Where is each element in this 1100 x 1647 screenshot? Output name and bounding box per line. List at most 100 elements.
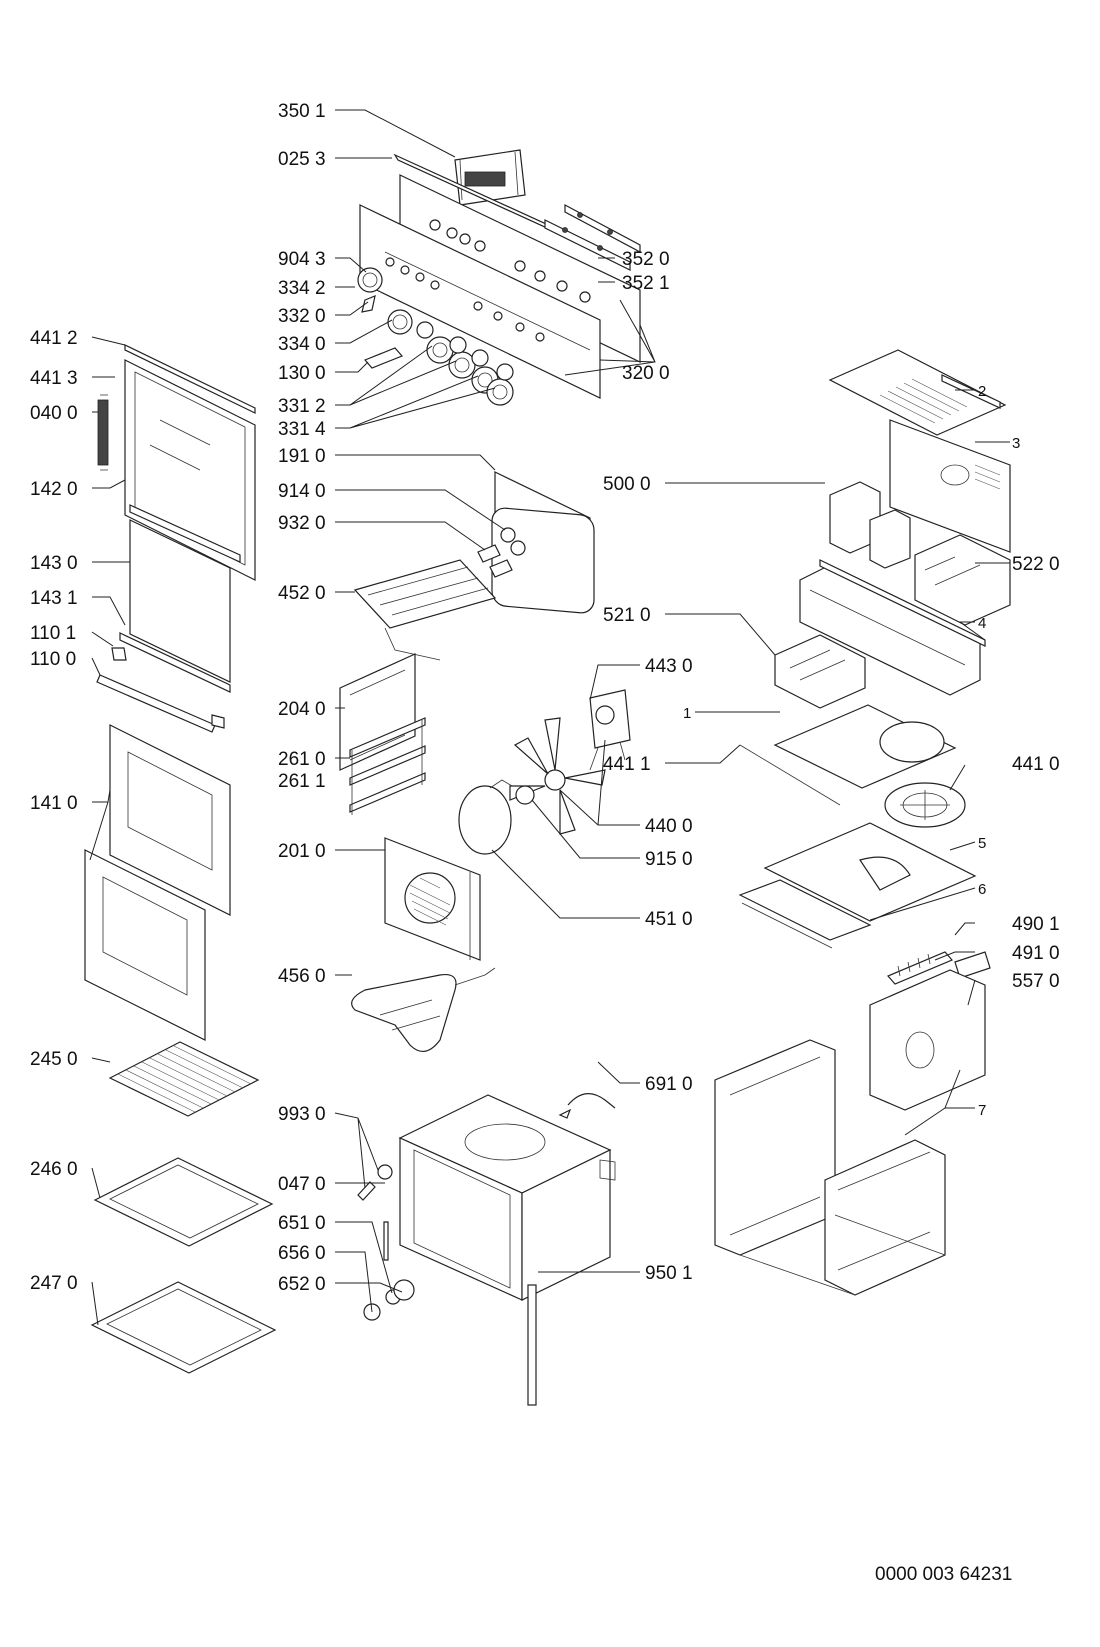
label-110-1: 110 1 (30, 623, 76, 644)
document-id: 0000 003 64231 (875, 1564, 1012, 1585)
label-246-0: 246 0 (30, 1159, 78, 1180)
label-143-0: 143 0 (30, 553, 78, 574)
label-521-0: 521 0 (603, 605, 651, 626)
door-support-strip-part (129, 504, 241, 563)
control-knobs-part (357, 267, 514, 406)
switch-part (954, 951, 991, 979)
label-331-2: 331 2 (278, 396, 326, 417)
label-320-0: 320 0 (622, 363, 670, 384)
label-456-0: 456 0 (278, 966, 326, 987)
label-914-0: 914 0 (278, 481, 326, 502)
label-callout-7: 7 (978, 1102, 986, 1119)
fan-motor-part (589, 689, 631, 771)
oven-back-panel-part (384, 837, 481, 961)
label-callout-2: 2 (978, 383, 986, 400)
door-hinge-part (97, 394, 109, 471)
fan-nut-part (515, 785, 535, 805)
label-500-0: 500 0 (603, 474, 651, 495)
label-352-1: 352 1 (622, 273, 670, 294)
leader-lines (89, 109, 1010, 1326)
label-522-0: 522 0 (1012, 554, 1060, 575)
label-261-1: 261 1 (278, 771, 326, 792)
label-040-0: 040 0 (30, 403, 78, 424)
label-350-1: 350 1 (278, 101, 326, 122)
label-443-0: 443 0 (645, 656, 693, 677)
panel-clip-part (363, 347, 404, 369)
label-691-0: 691 0 (645, 1074, 693, 1095)
label-331-4: 331 4 (278, 419, 326, 440)
label-245-0: 245 0 (30, 1049, 78, 1070)
label-652-0: 652 0 (278, 1274, 326, 1295)
bottom-heater-part (351, 967, 496, 1052)
door-glass-bracket-part (119, 632, 231, 693)
knob-spring-part (361, 295, 376, 313)
label-452-0: 452 0 (278, 583, 326, 604)
part-labels: 350 1 025 3 904 3 334 2 332 0 334 0 130 … (30, 101, 1060, 1585)
cooling-fan-housing-part (739, 704, 957, 806)
relay-module-part (829, 481, 911, 569)
label-932-0: 932 0 (278, 513, 326, 534)
label-142-0: 142 0 (30, 479, 78, 500)
circular-heater-part (458, 779, 513, 855)
top-cover-part (828, 349, 1007, 436)
label-993-0: 993 0 (278, 1104, 326, 1125)
label-651-0: 651 0 (278, 1213, 326, 1234)
label-451-0: 451 0 (645, 909, 693, 930)
label-950-1: 950 1 (645, 1263, 693, 1284)
label-261-0: 261 0 (278, 749, 326, 770)
label-490-1: 490 1 (1012, 914, 1060, 935)
label-143-1: 143 1 (30, 588, 78, 609)
label-247-0: 247 0 (30, 1273, 78, 1294)
label-callout-3: 3 (1012, 435, 1020, 452)
power-board-part (914, 534, 1011, 626)
display-module-part (454, 149, 526, 206)
label-441-2: 441 2 (30, 328, 78, 349)
label-904-3: 904 3 (278, 249, 326, 270)
door-assembly (84, 344, 256, 1041)
cooling-duct-part (799, 559, 986, 696)
control-board-part (774, 634, 866, 709)
label-491-0: 491 0 (1012, 943, 1060, 964)
grill-terminals-part (477, 527, 526, 578)
label-915-0: 915 0 (645, 849, 693, 870)
label-141-0: 141 0 (30, 793, 78, 814)
door-handle-part (96, 647, 225, 733)
wire-shelf-part (108, 1041, 260, 1117)
shelf-runners-part (349, 717, 426, 815)
fan-blade-part (509, 717, 606, 835)
baking-tray-part (93, 1157, 274, 1247)
label-110-0: 110 0 (30, 649, 76, 670)
door-glass-part (129, 519, 231, 683)
door-gasket-part (491, 471, 595, 614)
label-332-0: 332 0 (278, 306, 326, 327)
label-callout-5: 5 (978, 835, 986, 852)
label-334-0: 334 0 (278, 334, 326, 355)
label-441-0: 441 0 (1012, 754, 1060, 775)
grill-element-part (353, 559, 497, 661)
label-440-0: 440 0 (645, 816, 693, 837)
label-callout-4: 4 (978, 615, 986, 632)
label-656-0: 656 0 (278, 1243, 326, 1264)
drip-pan-part (90, 1281, 277, 1374)
label-557-0: 557 0 (1012, 971, 1060, 992)
label-047-0: 047 0 (278, 1174, 326, 1195)
probe-part (558, 1093, 616, 1119)
label-352-0: 352 0 (622, 249, 670, 270)
control-panel-assembly (357, 149, 641, 406)
rear-electronics-panel-part (889, 419, 1011, 553)
inner-control-panel-part (359, 204, 601, 399)
label-191-0: 191 0 (278, 446, 326, 467)
outer-door-glass-part (84, 724, 231, 1041)
label-callout-6: 6 (978, 881, 986, 898)
label-204-0: 204 0 (278, 699, 326, 720)
label-441-3: 441 3 (30, 368, 78, 389)
label-441-1: 441 1 (603, 754, 651, 775)
cavity-seal-part (527, 1284, 537, 1406)
oven-cavity-part (398, 1094, 616, 1301)
bottom-plate-part (738, 822, 977, 949)
label-025-3: 025 3 (278, 149, 326, 170)
label-334-2: 334 2 (278, 278, 326, 299)
cooling-fan-part (884, 782, 966, 828)
cabinet-sides-part (714, 969, 986, 1296)
